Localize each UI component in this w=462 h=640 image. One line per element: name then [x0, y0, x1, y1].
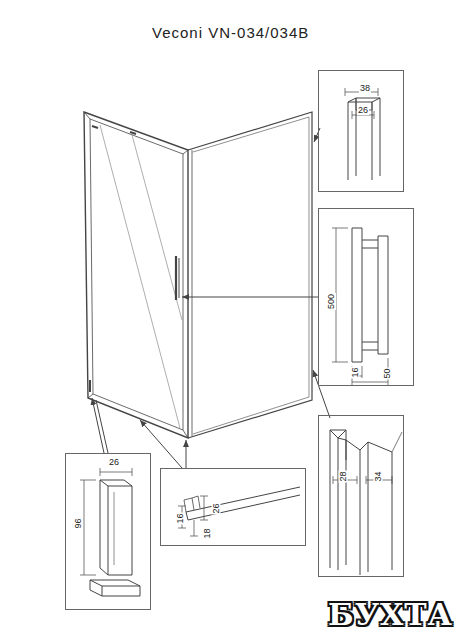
dimension-value: 16	[176, 512, 185, 524]
dimension-value: 26	[357, 106, 369, 115]
dimension-value: 16	[351, 366, 360, 378]
dimension-value: 26	[108, 458, 120, 467]
callout-panel: 28 34	[318, 415, 404, 577]
callout-panel: 500 16 50	[318, 208, 414, 386]
dimension-value: 26	[212, 502, 221, 514]
callout-panel: 26 16 18	[160, 468, 306, 546]
dimension-value: 18	[203, 527, 212, 539]
callout-panel: 38 26	[318, 70, 404, 192]
title: Veconi VN-034/034B	[152, 24, 309, 41]
dimension-value: 38	[359, 84, 371, 93]
dimension-value: 50	[383, 367, 392, 379]
watermark: БУХТА	[325, 597, 456, 632]
dimension-value: 34	[374, 470, 383, 482]
dimension-value: 96	[74, 517, 83, 529]
dimension-value: 500	[327, 293, 336, 310]
dimension-value: 28	[339, 470, 348, 482]
callout-panel: 26 96	[65, 453, 151, 610]
